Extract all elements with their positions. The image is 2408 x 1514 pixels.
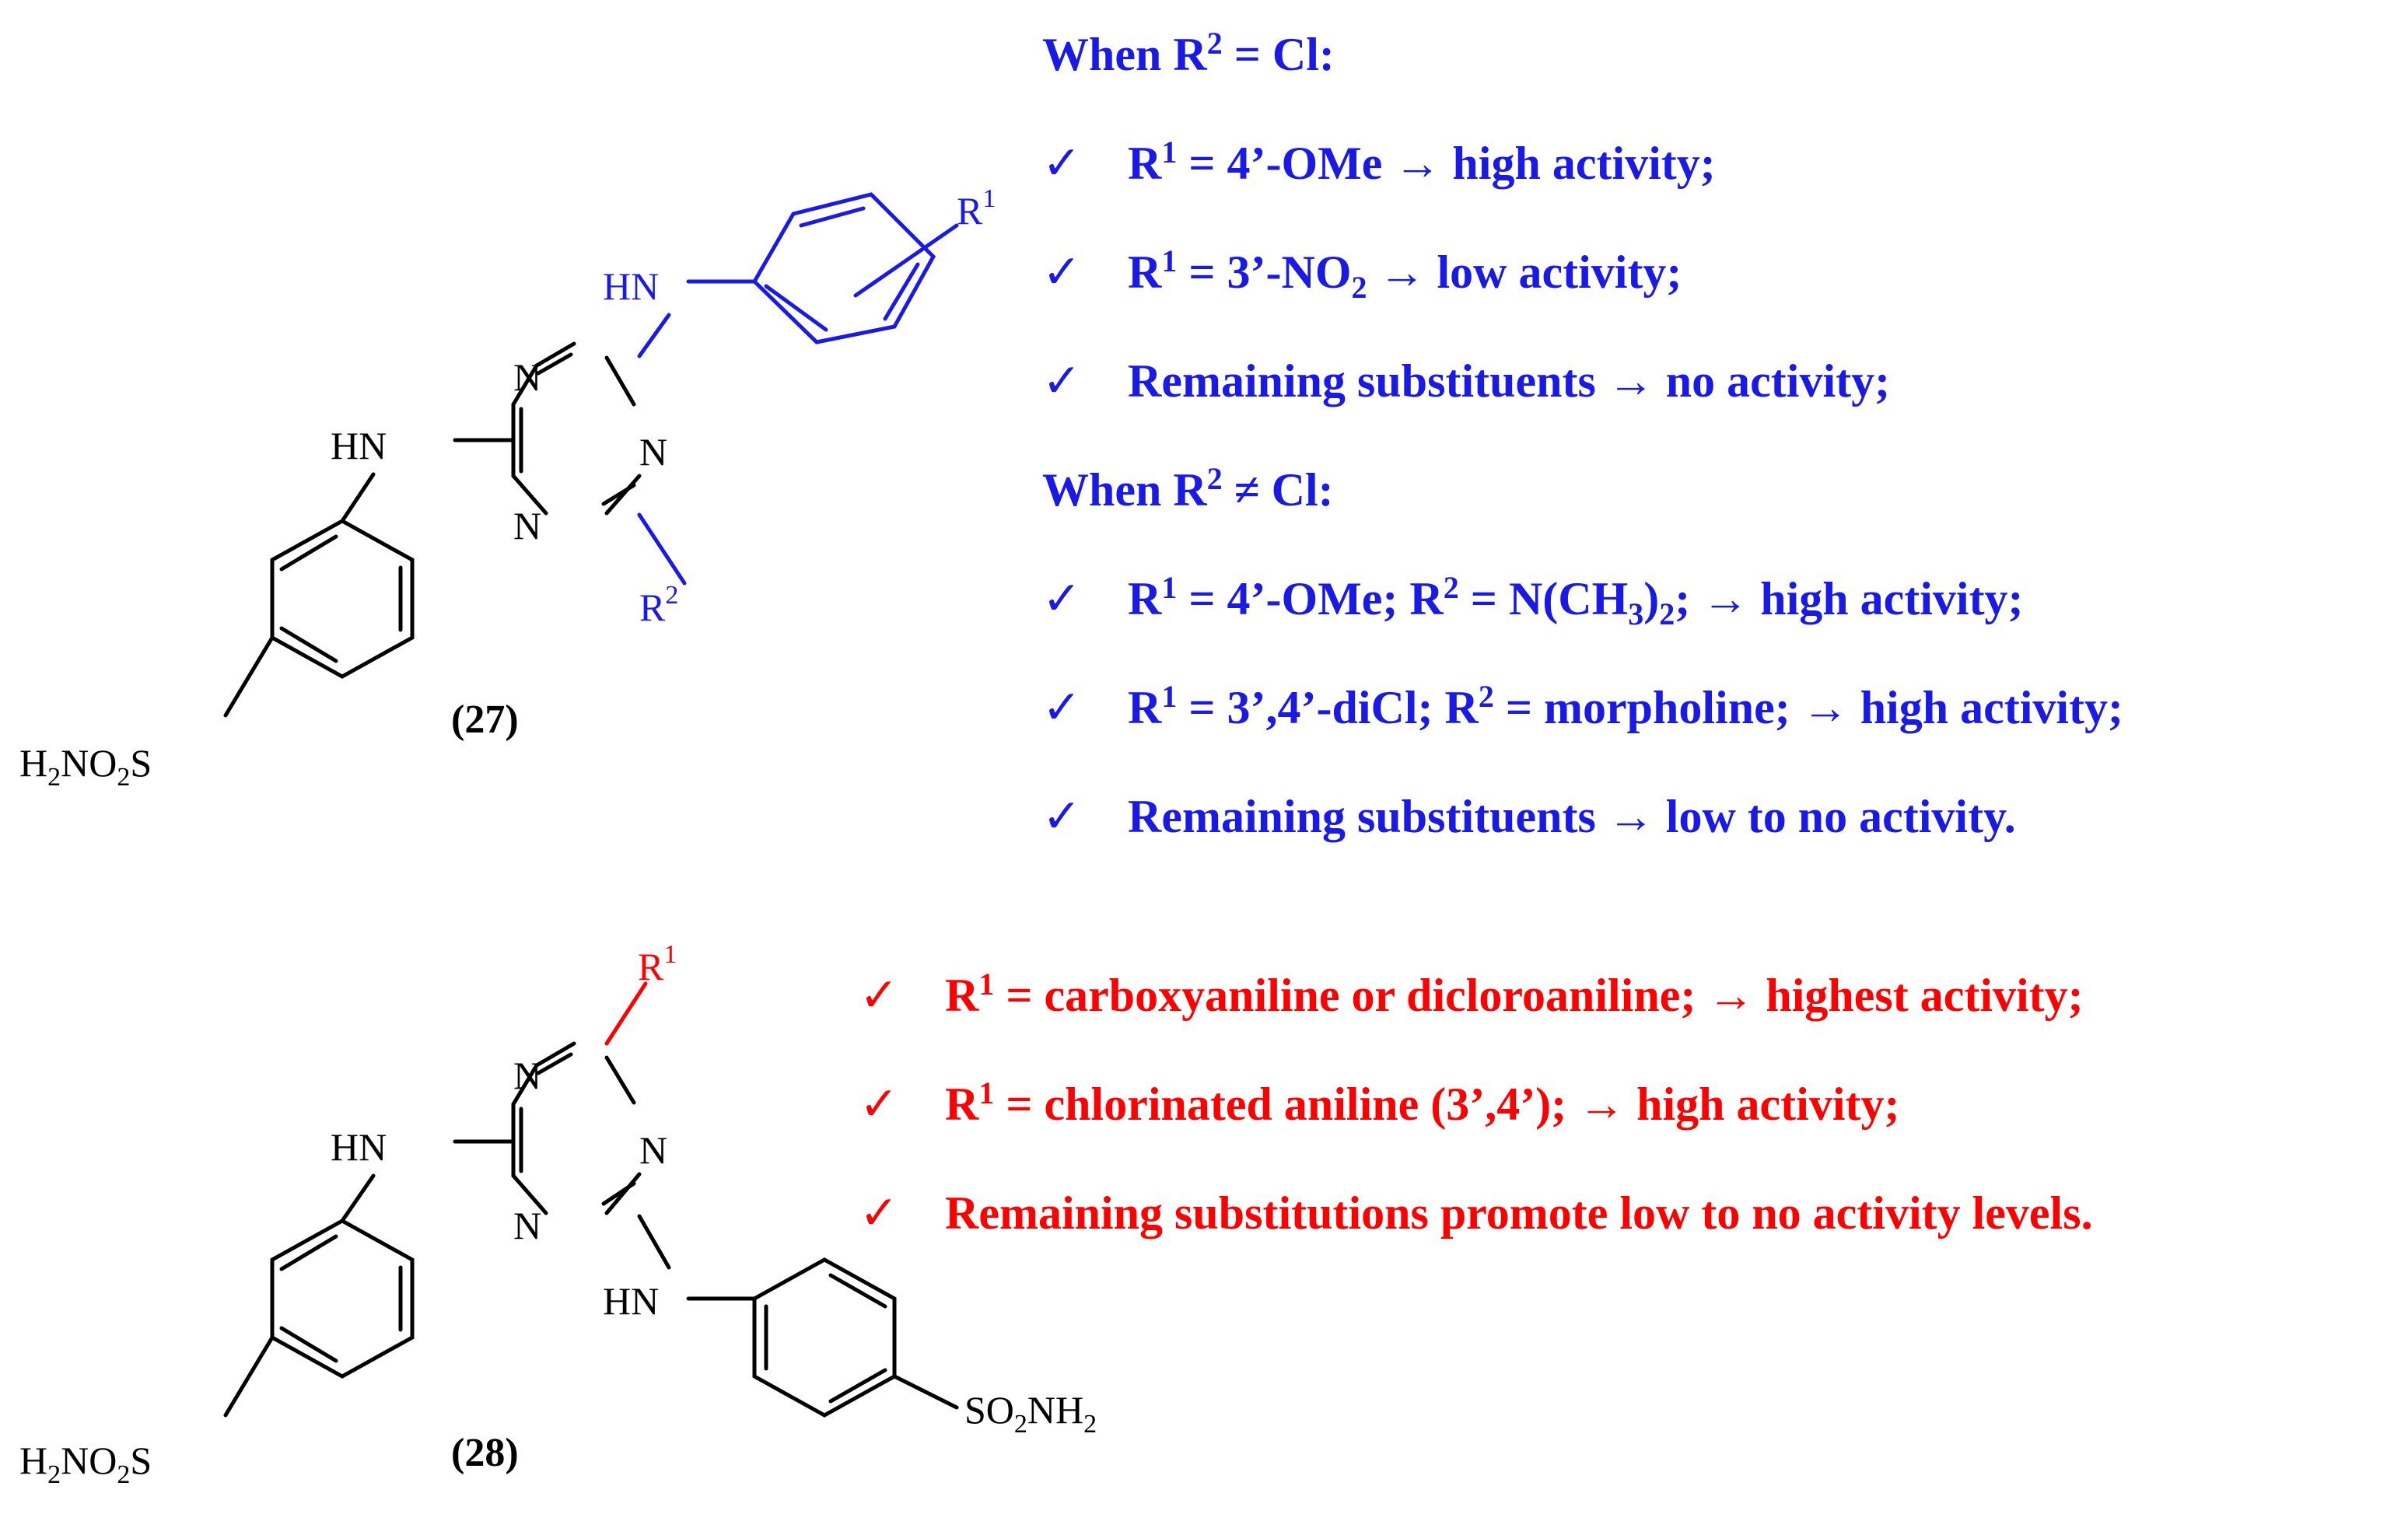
atom-n-bottom-28: N — [513, 1204, 541, 1247]
atom-n-right-28: N — [639, 1128, 667, 1172]
check-icon: ✓ — [859, 1187, 899, 1239]
substituent-r1-28: R1 — [638, 940, 677, 988]
bond-hn-phenyl-27 — [340, 472, 376, 523]
note-27-line-6: ✓Remaining substituents → low to no acti… — [1042, 791, 2016, 842]
bond-phenyl-sulfonamide-right-28 — [892, 1374, 959, 1410]
sulfonamide-group-left-28: H2NO2S — [19, 1439, 152, 1489]
note-27-line-2: ✓R1 = 3’-NO2 → low activity; — [1042, 243, 1682, 305]
atom-n-bottom-27: N — [513, 504, 541, 547]
phenyl-ring-left-28 — [270, 1219, 415, 1379]
note-28-line-2: ✓R1 = chlorinated aniline (3’,4’); → hig… — [859, 1075, 1900, 1130]
atom-hn-top-27: HN — [603, 264, 659, 308]
compound-label-28: (28) — [451, 1431, 519, 1475]
note-28-line-3: ✓Remaining substitutions promote low to … — [859, 1187, 2093, 1239]
bond-triazine-hn-top-27 — [637, 313, 671, 358]
compound-label-27: (27) — [451, 698, 519, 742]
atom-hn-left-27: HN — [331, 424, 387, 467]
compound-28-labels: N N N HN HN R1 H2NO2S SO2NH2 (28) — [19, 940, 1097, 1489]
atom-n-right-27: N — [639, 430, 667, 474]
bond-hn-phenyl-left-28 — [340, 1173, 376, 1223]
heading-r2-equals-cl: When R2 = Cl: — [1042, 26, 1335, 80]
note-27-line-1: ✓R1 = 4’-OMe → high activity; — [1042, 135, 1716, 189]
check-icon: ✓ — [1042, 573, 1082, 624]
phenyl-ring-left-27 — [270, 519, 415, 679]
substituent-r2-27: R2 — [639, 581, 678, 629]
bond-triazine-r1-28 — [604, 981, 648, 1046]
bond-triazine-r2-27 — [637, 512, 687, 586]
phenyl-ring-right-28 — [752, 1257, 897, 1418]
heading-r2-not-cl: When R2 ≠ Cl: — [1042, 461, 1334, 516]
note-28-line-1: ✓R1 = carboxyaniline or dicloroaniline; … — [859, 967, 2084, 1021]
atom-n-top-28: N — [513, 1054, 541, 1097]
note-27-line-3: ✓Remaining substituents → no activity; — [1042, 355, 1891, 407]
compound-27-labels: N N N HN HN R1 R2 H2NO2S (27) — [19, 184, 996, 792]
check-icon: ✓ — [859, 970, 899, 1021]
check-icon: ✓ — [1042, 138, 1082, 189]
bond-triazine-hn-bottom-28 — [637, 1214, 671, 1270]
substituent-r1-27: R1 — [957, 184, 996, 233]
note-27-line-5: ✓R1 = 3’,4’-diCl; R2 = morpholine; → hig… — [1042, 679, 2124, 733]
atom-hn-left-28: HN — [331, 1125, 387, 1169]
check-icon: ✓ — [1042, 791, 1082, 842]
triazine-ring-27 — [511, 341, 642, 516]
check-icon: ✓ — [1042, 682, 1082, 733]
atom-n-top-27: N — [513, 355, 541, 399]
bond-phenyl-sulfonamide-27 — [223, 635, 275, 718]
sulfonamide-group-right-28: SO2NH2 — [964, 1388, 1097, 1439]
bond-phenyl-r1-27 — [853, 223, 959, 298]
bond-phenyl-sulfonamide-left-28 — [223, 1335, 275, 1418]
phenyl-ring-top-27 — [751, 192, 936, 344]
note-27-line-4: ✓R1 = 4’-OMe; R2 = N(CH3)2; → high activ… — [1042, 570, 2024, 631]
check-icon: ✓ — [1042, 355, 1082, 407]
check-icon: ✓ — [1042, 247, 1082, 298]
sulfonamide-group-27: H2NO2S — [19, 741, 152, 792]
atom-hn-bottom-28: HN — [603, 1279, 659, 1323]
check-icon: ✓ — [859, 1079, 899, 1130]
compound-28-structure — [223, 981, 959, 1418]
compound-27-structure — [223, 192, 959, 718]
